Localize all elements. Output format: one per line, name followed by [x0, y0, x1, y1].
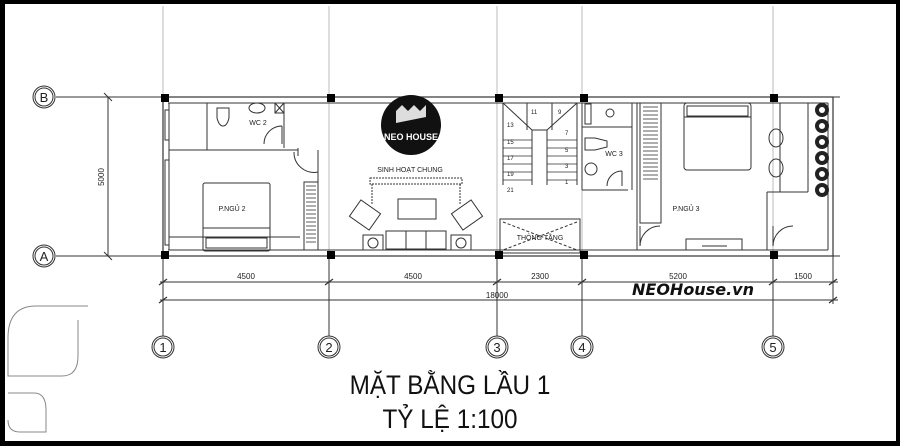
sink-icon — [248, 102, 266, 114]
door-bedroom3-icon — [639, 225, 661, 247]
dresser-icon — [685, 238, 743, 251]
bed-2-icon — [202, 182, 271, 252]
bed-3-icon — [683, 102, 752, 171]
shower-icon — [584, 103, 592, 125]
wardrobe-icon — [303, 181, 319, 251]
chair-2-icon — [768, 158, 784, 178]
stair-step: 17 — [507, 156, 514, 162]
room-label-bedroom3: P.NGỦ 3 — [672, 204, 699, 213]
grid-label-5: 5 — [769, 340, 776, 355]
house-trees-logo-icon — [396, 105, 426, 123]
stair-step: 7 — [565, 131, 569, 137]
structural-columns — [161, 94, 778, 259]
grid-label-2: 2 — [325, 340, 332, 355]
armchair-right-icon — [450, 199, 484, 231]
stair-step: 21 — [507, 188, 514, 194]
room-label-bedroom2: P.NGỦ 2 — [218, 204, 245, 213]
decorative-curves — [7, 305, 88, 433]
stair-step: 19 — [507, 172, 514, 178]
door-wc3-icon — [606, 170, 623, 187]
sofa-icon — [385, 230, 447, 250]
stair-step: 3 — [565, 164, 569, 170]
room-label-living: SINH HOẠT CHUNG — [377, 167, 443, 174]
neo-house-logo: NEO HOUSE — [381, 95, 441, 155]
dim-vertical-label: 5000 — [97, 168, 106, 186]
stair-step: 5 — [565, 148, 569, 154]
grid-label-a: A — [40, 249, 49, 264]
door-balcony-icon — [772, 225, 794, 247]
dim-span-3: 2300 — [531, 272, 549, 281]
room-label-void: THÔNG TẦNG — [517, 232, 564, 242]
lamp-right-icon — [455, 237, 467, 249]
dim-total: 18000 — [486, 291, 509, 300]
brand-watermark: NEOHouse.vn — [632, 280, 754, 299]
stair-landing: 11 — [531, 110, 538, 116]
drawing-sheet — [5, 4, 896, 441]
void-area — [499, 218, 581, 254]
rug-border — [369, 177, 463, 185]
logo-text: NEO HOUSE — [384, 132, 438, 142]
door-bedroom2-icon — [293, 151, 319, 173]
grid-label-1: 1 — [159, 340, 166, 355]
wardrobe-3-icon — [639, 102, 662, 224]
shaft-icon — [274, 102, 285, 114]
drawing-title: MẶT BẰNG LẦU 1 — [349, 370, 551, 400]
grid-label-3: 3 — [493, 340, 500, 355]
toilet-icon — [216, 107, 230, 127]
drawing-scale: TỶ LỆ 1:100 — [382, 404, 518, 434]
stair-step: 9 — [558, 110, 562, 116]
plants-icon — [815, 103, 829, 197]
toilet-wc3-icon — [584, 137, 608, 151]
stair-step: 15 — [507, 140, 514, 146]
room-label-wc2: WC 2 — [249, 120, 267, 127]
dim-span-2: 4500 — [404, 272, 422, 281]
door-wc2-icon — [263, 125, 283, 145]
dim-span-4: 5200 — [669, 272, 687, 281]
sink-wc3-icon — [605, 108, 615, 118]
stair-step: 1 — [565, 180, 569, 186]
dim-span-5: 1500 — [794, 272, 812, 281]
grid-label-b: B — [40, 90, 49, 105]
basin-wc3-icon — [584, 162, 598, 176]
armchair-left-icon — [348, 199, 382, 231]
chair-1-icon — [768, 128, 784, 148]
coffee-table-icon — [397, 198, 437, 220]
dim-span-1: 4500 — [237, 272, 255, 281]
room-label-wc3: WC 3 — [605, 151, 623, 158]
lamp-left-icon — [367, 237, 379, 249]
grid-label-4: 4 — [578, 340, 585, 355]
stair-step: 13 — [507, 123, 514, 129]
